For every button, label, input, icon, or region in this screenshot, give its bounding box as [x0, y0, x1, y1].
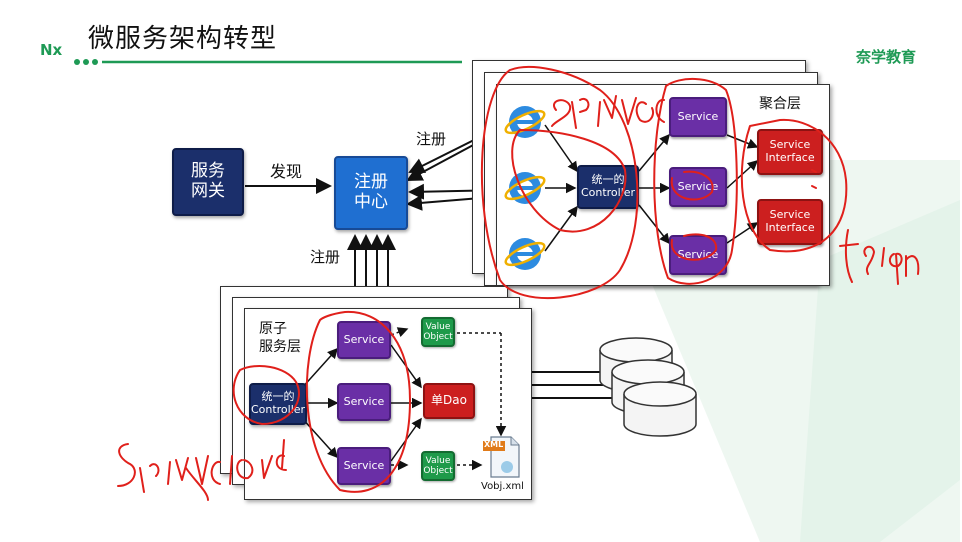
dao-box: 单Dao — [423, 383, 475, 419]
controller-circle — [511, 129, 627, 233]
atomic-service-3: Service — [337, 447, 391, 485]
ie-icon — [504, 238, 546, 270]
service-interface-2: Service Interface — [757, 199, 823, 245]
registry-box: 注册 中心 — [334, 156, 408, 230]
xml-tag: XML — [484, 440, 504, 449]
gateway-box: 服务 网关 — [172, 148, 244, 216]
register-label-left: 注册 — [310, 248, 341, 266]
xml-file-icon — [483, 436, 520, 478]
value-object-1: Value Object — [421, 317, 455, 347]
atomic-panel: 原子 服务层 统一的 Controller Service Service Se… — [244, 308, 532, 500]
aggregation-service-1: Service — [669, 97, 727, 137]
xml-filename: Vobj.xml — [481, 481, 524, 492]
service-interface-1: Service Interface — [757, 129, 823, 175]
aggregation-panel: 聚合层 统一的 Controller Service Service Servi… — [496, 84, 830, 286]
brand-name: 奈学教育 — [856, 48, 917, 66]
register-label-top: 注册 — [416, 130, 447, 148]
ie-icon — [504, 172, 546, 204]
database-stack — [599, 337, 697, 437]
discover-label: 发现 — [270, 162, 303, 181]
aggregation-title: 聚合层 — [759, 96, 801, 112]
page-title: 微服务架构转型 — [88, 24, 278, 54]
atomic-title: 原子 服务层 — [259, 321, 301, 355]
atomic-service-1: Service — [337, 321, 391, 359]
header-rule — [74, 59, 462, 65]
atomic-service-2: Service — [337, 383, 391, 421]
logo: Nх — [40, 41, 63, 59]
value-object-2: Value Object — [421, 451, 455, 481]
database-icon — [623, 381, 697, 437]
